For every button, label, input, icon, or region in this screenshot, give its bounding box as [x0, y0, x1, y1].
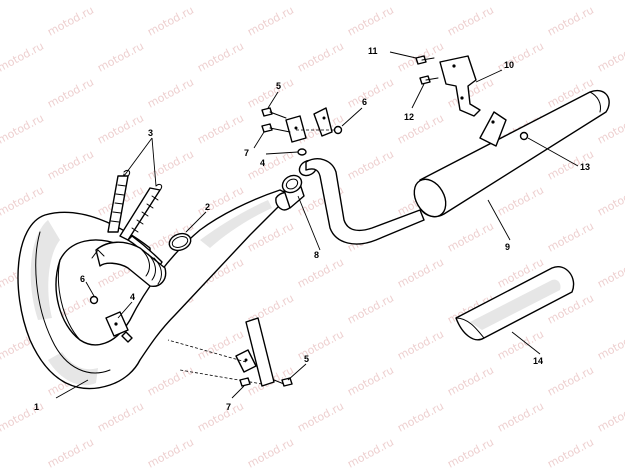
watermark-text: motod.ru — [145, 75, 196, 110]
watermark-text: motod.ru — [145, 435, 196, 468]
watermark-text: motod.ru — [395, 0, 446, 3]
watermark-text: motod.ru — [195, 399, 246, 434]
callout-6-lower: 6 — [80, 274, 85, 284]
callout-10: 10 — [504, 60, 514, 70]
watermark-text: motod.ru — [245, 3, 296, 38]
callout-8: 8 — [314, 250, 319, 260]
watermark-text: motod.ru — [545, 3, 596, 38]
watermark-text: motod.ru — [595, 255, 625, 290]
springs — [107, 169, 163, 241]
callout-4-lower: 4 — [130, 292, 135, 302]
heat-shield — [455, 266, 575, 341]
watermark-text: motod.ru — [295, 0, 346, 3]
callout-2: 2 — [205, 202, 210, 212]
watermark-text: motod.ru — [245, 75, 296, 110]
watermark-text: motod.ru — [595, 399, 625, 434]
callout-1: 1 — [34, 402, 39, 412]
watermark-text: motod.ru — [295, 255, 346, 290]
leader-lines — [55, 51, 579, 399]
watermark-text: motod.ru — [195, 111, 246, 146]
callout-6-upper: 6 — [362, 97, 367, 107]
watermark-text: motod.ru — [245, 435, 296, 468]
watermark-text: motod.ru — [45, 75, 96, 110]
watermark-text: motod.ru — [295, 327, 346, 362]
callout-7-upper: 7 — [244, 148, 249, 158]
watermark-text: motod.ru — [95, 39, 146, 74]
callout-13: 13 — [580, 162, 590, 172]
watermark-text: motod.ru — [445, 3, 496, 38]
watermark-text: motod.ru — [0, 111, 46, 146]
watermark-text: motod.ru — [595, 183, 625, 218]
silencer — [305, 89, 610, 245]
coupling-pipe — [281, 159, 318, 194]
bolts-rear — [415, 55, 439, 85]
watermark-text: motod.ru — [445, 219, 496, 254]
watermark-text: motod.ru — [545, 219, 596, 254]
watermark-text: motod.ru — [95, 0, 146, 3]
watermark-text: motod.ru — [345, 147, 396, 182]
watermark-text: motod.ru — [345, 291, 396, 326]
watermark-text: motod.ru — [495, 399, 546, 434]
watermark-text: motod.ru — [45, 435, 96, 468]
watermark-text: motod.ru — [595, 39, 625, 74]
watermark-text: motod.ru — [495, 183, 546, 218]
watermark-text: motod.ru — [395, 255, 446, 290]
watermark-text: motod.ru — [95, 111, 146, 146]
callout-9: 9 — [505, 242, 510, 252]
watermark-text: motod.ru — [0, 183, 46, 218]
watermark-text: motod.ru — [495, 39, 546, 74]
watermark-text: motod.ru — [0, 399, 46, 434]
watermark-text: motod.ru — [195, 0, 246, 3]
callouts: 1 2 3 4 4 5 5 6 6 7 7 8 9 10 11 12 13 14 — [34, 46, 590, 412]
watermark-text: motod.ru — [545, 363, 596, 398]
watermark-text: motod.ru — [395, 399, 446, 434]
watermark-text: motod.ru — [195, 39, 246, 74]
callout-3: 3 — [148, 128, 153, 138]
watermark-text: motod.ru — [345, 75, 396, 110]
watermark-text: motod.ru — [145, 3, 196, 38]
watermark-text: motod.ru — [45, 147, 96, 182]
watermark-text: motod.ru — [495, 0, 546, 3]
callout-12: 12 — [404, 112, 414, 122]
watermark-text: motod.ru — [345, 3, 396, 38]
rear-bracket — [439, 55, 481, 117]
o-ring — [168, 232, 192, 252]
lower-bracket — [89, 295, 293, 387]
callout-14: 14 — [533, 356, 543, 366]
callout-11: 11 — [368, 46, 378, 56]
callout-5-upper: 5 — [276, 81, 281, 91]
callout-4-upper: 4 — [260, 158, 265, 168]
watermark-text: motod.ru — [595, 0, 625, 3]
callout-7-lower: 7 — [226, 402, 231, 412]
upper-hanger — [261, 107, 343, 156]
watermark-text: motod.ru — [445, 363, 496, 398]
watermark-text: motod.ru — [145, 363, 196, 398]
watermark-text: motod.ru — [595, 327, 625, 362]
watermark-text: motod.ru — [395, 111, 446, 146]
watermark-text: motod.ru — [395, 327, 446, 362]
watermark-text: motod.ru — [45, 3, 96, 38]
watermark-text: motod.ru — [545, 435, 596, 468]
callout-5-lower: 5 — [304, 354, 309, 364]
watermark-text: motod.ru — [295, 399, 346, 434]
watermark-text: motod.ru — [345, 363, 396, 398]
watermark-text: motod.ru — [345, 435, 396, 468]
watermark-text: motod.ru — [445, 435, 496, 468]
watermark-text: motod.ru — [0, 39, 46, 74]
watermark-text: motod.ru — [95, 399, 146, 434]
watermark-text: motod.ru — [0, 0, 46, 3]
watermark-text: motod.ru — [295, 39, 346, 74]
